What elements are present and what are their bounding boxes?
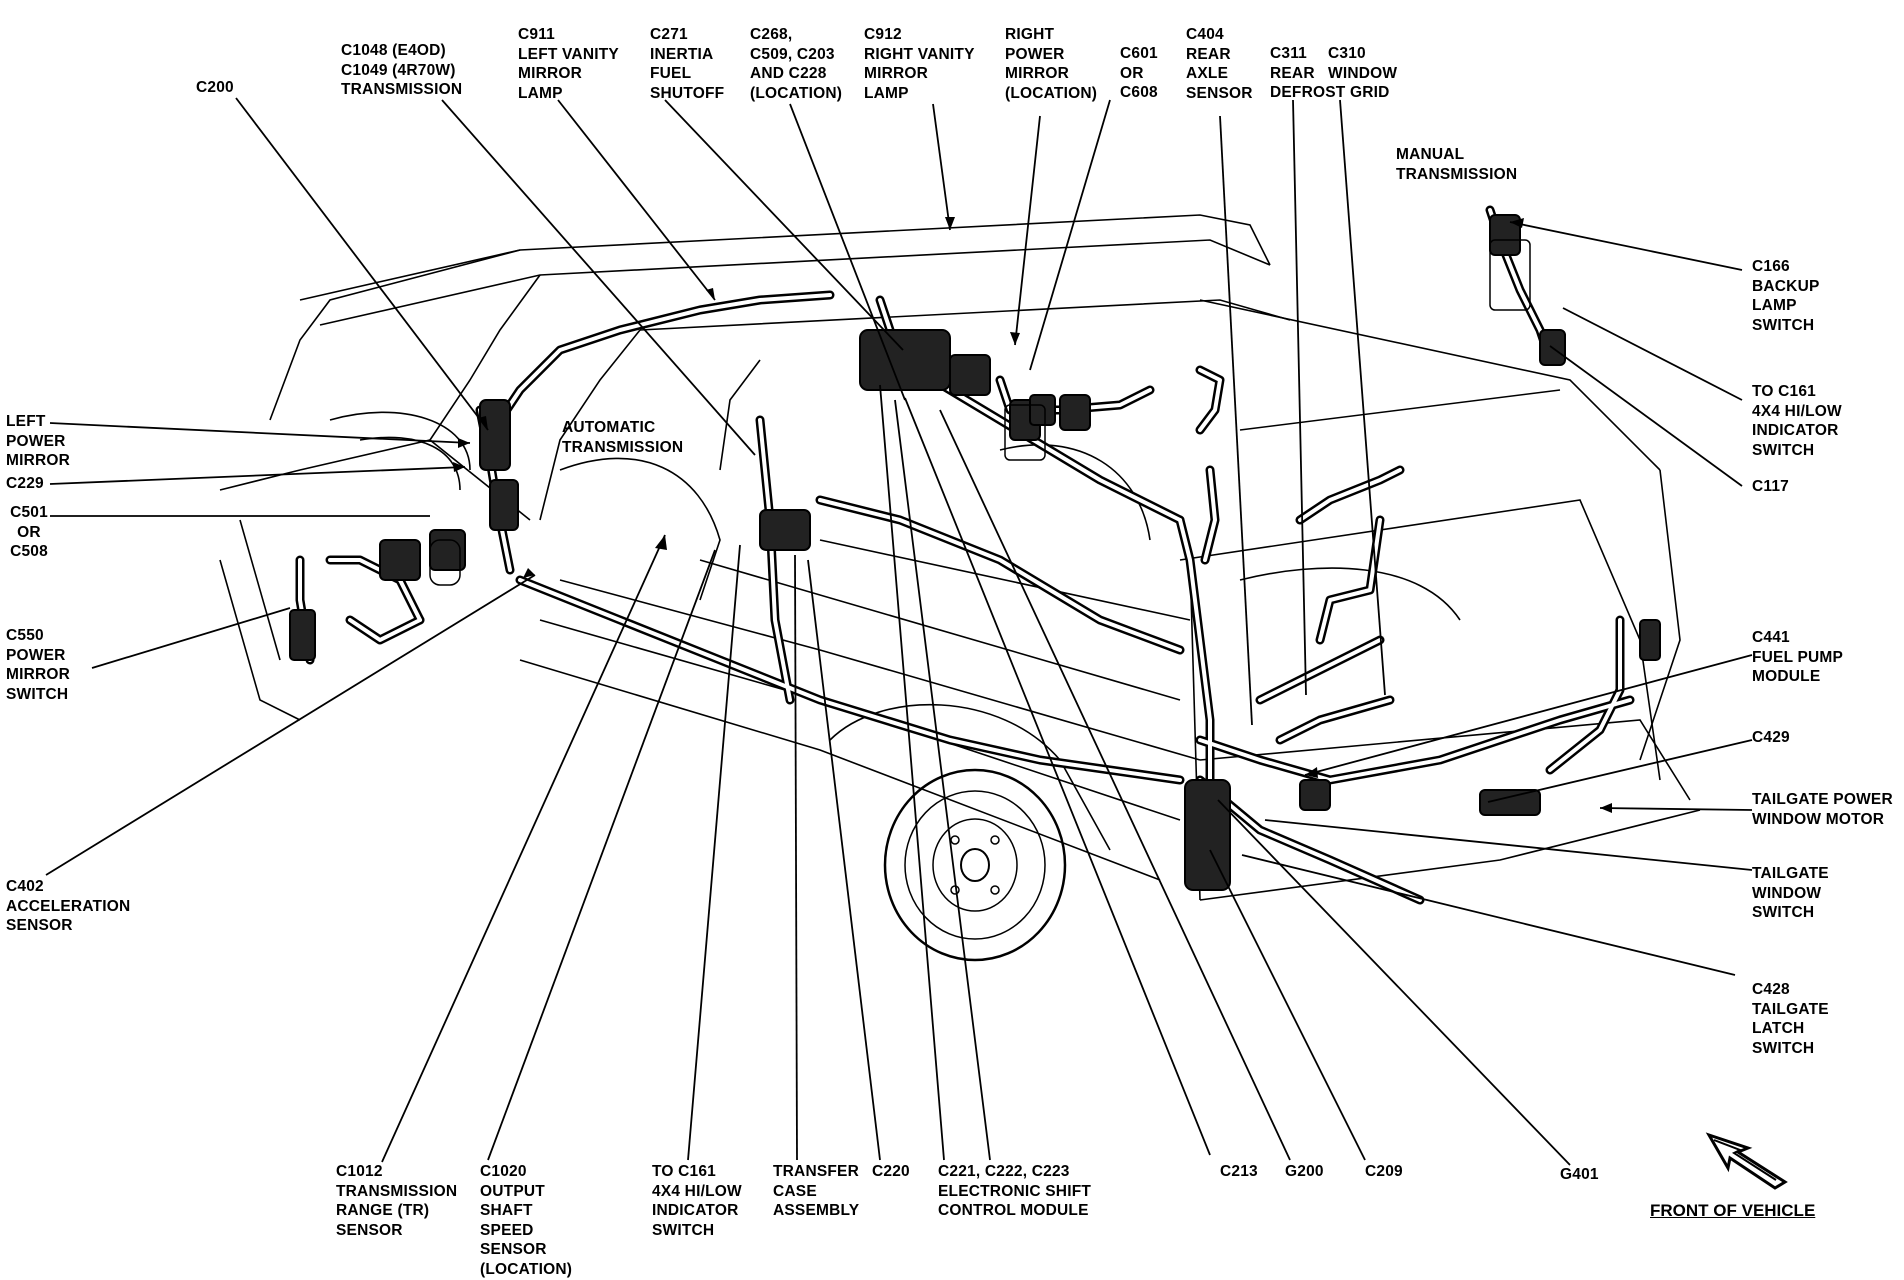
- label-g401: G401: [1560, 1166, 1599, 1183]
- label-c1020: C1020 OUTPUT SHAFT SPEED SENSOR (LOCATIO…: [480, 1163, 573, 1278]
- label-c268: C268, C509, C203 AND C228 (LOCATION): [750, 26, 843, 102]
- label-c213: C213: [1220, 1163, 1258, 1180]
- label-c200: C200: [196, 79, 234, 96]
- rear-wheel: [883, 768, 1067, 962]
- label-g200: G200: [1285, 1163, 1324, 1180]
- label-automatic-transmission: AUTOMATIC TRANSMISSION: [562, 419, 684, 456]
- label-c166: C166 BACKUP LAMP SWITCH: [1752, 258, 1820, 334]
- label-to-c161-bottom: TO C161 4X4 HI/LOW INDICATOR SWITCH: [652, 1163, 742, 1239]
- label-c310: C310 WINDOW: [1328, 45, 1398, 82]
- front-arrow: [1705, 1132, 1788, 1190]
- label-c1048: C1048 (E4OD) C1049 (4R70W) TRANSMISSION: [341, 42, 463, 98]
- label-c1012: C1012 TRANSMISSION RANGE (TR) SENSOR: [336, 1163, 458, 1239]
- label-c429: C429: [1752, 729, 1790, 746]
- label-c428: C428 TAILGATE LATCH SWITCH: [1752, 981, 1829, 1057]
- label-c404: C404 REAR AXLE SENSOR: [1186, 26, 1253, 102]
- label-c911: C911 LEFT VANITY MIRROR LAMP: [518, 26, 619, 102]
- label-tailgate-window-switch: TAILGATE WINDOW SWITCH: [1752, 865, 1829, 921]
- label-c117: C117: [1752, 478, 1789, 495]
- label-c209: C209: [1365, 1163, 1403, 1180]
- label-transfer-case: TRANSFER CASE ASSEMBLY: [773, 1163, 860, 1219]
- connectors: [289, 214, 1661, 891]
- label-c550: C550 POWER MIRROR SWITCH: [6, 627, 71, 703]
- label-c912: C912 RIGHT VANITY MIRROR LAMP: [864, 26, 975, 102]
- front-of-vehicle-label: FRONT OF VEHICLE: [1650, 1201, 1816, 1220]
- label-c311: C311 REAR DEFROST GRID: [1270, 45, 1390, 101]
- label-right-power-mirror: RIGHT POWER MIRROR (LOCATION): [1005, 26, 1098, 102]
- label-manual-transmission: MANUAL TRANSMISSION: [1396, 146, 1518, 183]
- label-c441: C441 FUEL PUMP MODULE: [1752, 629, 1844, 685]
- vehicle-body-outline: [219, 214, 1701, 901]
- label-c229: C229: [6, 475, 44, 492]
- label-c601: C601 OR C608: [1120, 45, 1158, 101]
- label-tailgate-power-window-motor: TAILGATE POWER WINDOW MOTOR: [1752, 791, 1893, 828]
- leader-lines: [45, 97, 1753, 1166]
- leader-arrowheads: [453, 217, 1612, 813]
- label-to-c161-right: TO C161 4X4 HI/LOW INDICATOR SWITCH: [1752, 383, 1842, 459]
- label-c501: C501 OR C508: [10, 504, 48, 560]
- label-c271: C271 INERTIA FUEL SHUTOFF: [650, 26, 725, 102]
- label-c402: C402 ACCELERATION SENSOR: [6, 878, 131, 934]
- label-c220: C220: [872, 1163, 910, 1180]
- label-left-power-mirror: LEFT POWER MIRROR: [6, 413, 71, 469]
- label-c221: C221, C222, C223 ELECTRONIC SHIFT CONTRO…: [938, 1163, 1092, 1219]
